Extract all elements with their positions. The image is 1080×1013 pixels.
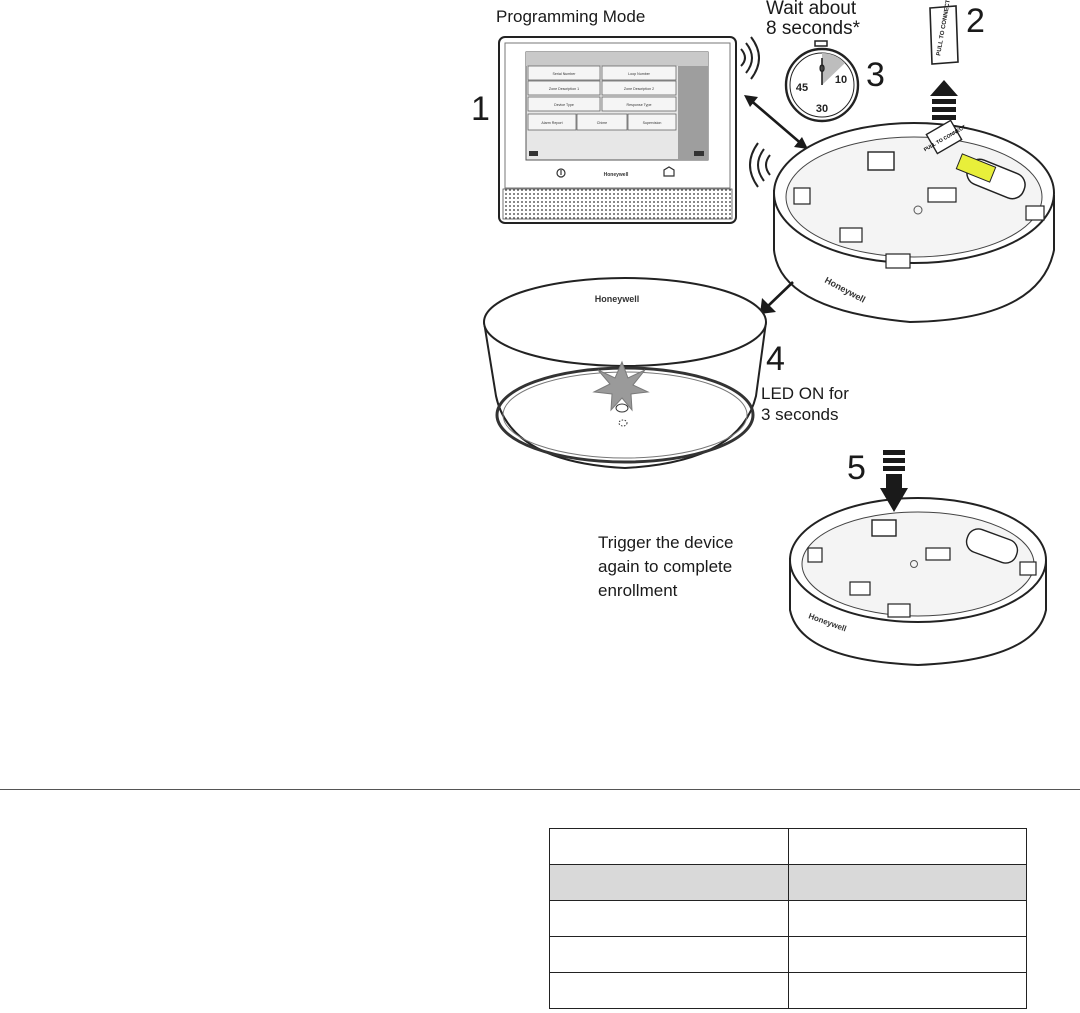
stopwatch-tick: 0 [819, 63, 825, 75]
trigger-instruction-line1: Trigger the device [598, 533, 734, 552]
table-cell [787, 972, 1027, 1009]
step-number-5: 5 [847, 449, 866, 487]
sensor-base-open: PULL TO CONNECT Honeywell [773, 119, 1055, 324]
table-row [549, 828, 1027, 865]
programming-mode-label: Programming Mode [496, 7, 646, 26]
sensor-cover: Honeywell [483, 277, 767, 470]
trigger-instruction-line3: enrollment [598, 581, 678, 600]
led-instruction-line2: 3 seconds [761, 405, 839, 424]
panel-brand: Honeywell [604, 172, 629, 178]
panel-field-label: Alarm Report [541, 121, 562, 125]
step-number-4: 4 [766, 340, 785, 378]
panel-field-label: Zone Description 1 [549, 87, 579, 91]
power-icon [556, 168, 566, 178]
wireless-signal-icon [740, 36, 771, 188]
led-flash-icon [592, 360, 650, 412]
panel-field-label: Chime [597, 121, 607, 125]
communication-arrow-icon [744, 95, 808, 149]
panel-field-label: Device Type [554, 103, 574, 107]
panel-field-label: Serial Number [553, 72, 577, 76]
dashed-up-arrow-icon [930, 80, 958, 120]
stopwatch-icon: 0 10 45 30 [784, 40, 860, 123]
step-number-3: 3 [866, 56, 885, 94]
step-number-2: 2 [966, 2, 985, 40]
arrow-down-left-icon [760, 281, 794, 314]
wait-instruction-line2: 8 seconds* [766, 18, 861, 39]
table-cell [787, 900, 1027, 937]
step-number-1: 1 [471, 90, 490, 128]
led-instruction-line1: LED ON for [761, 384, 849, 403]
table-cell [549, 936, 789, 973]
table-cell [549, 828, 789, 865]
pull-tab: PULL TO CONNECT [929, 0, 959, 65]
table-cell [787, 936, 1027, 973]
stopwatch-tick: 45 [796, 82, 808, 94]
specification-table [549, 828, 1027, 1009]
panel-field-label: Loop Number [628, 72, 651, 76]
stopwatch-tick: 30 [816, 103, 828, 115]
trigger-instruction-line2: again to complete [598, 557, 733, 576]
panel-field-label: Zone Description 2 [624, 87, 654, 91]
stopwatch-tick: 10 [835, 74, 847, 86]
panel-field-label: Response Type [627, 103, 652, 107]
table-cell [549, 864, 789, 901]
table-row [549, 900, 1027, 937]
table-row [549, 864, 1027, 901]
table-cell [549, 972, 789, 1009]
sensor-cover-brand: Honeywell [595, 294, 640, 304]
table-row [549, 936, 1027, 973]
table-cell [787, 828, 1027, 865]
section-divider [0, 789, 1080, 790]
control-panel: Serial Number Loop Number Zone Descripti… [498, 36, 737, 224]
dashed-down-arrow-icon [880, 450, 908, 512]
sensor-base-trigger: Honeywell [789, 497, 1047, 667]
panel-field-label: Supervision [643, 121, 662, 125]
table-cell [787, 864, 1027, 901]
wait-instruction-line1: Wait about [766, 0, 857, 19]
table-cell [549, 900, 789, 937]
table-row [549, 972, 1027, 1009]
enrollment-illustration: Serial Number Loop Number Zone Descripti… [483, 0, 1055, 667]
home-icon [663, 166, 675, 177]
